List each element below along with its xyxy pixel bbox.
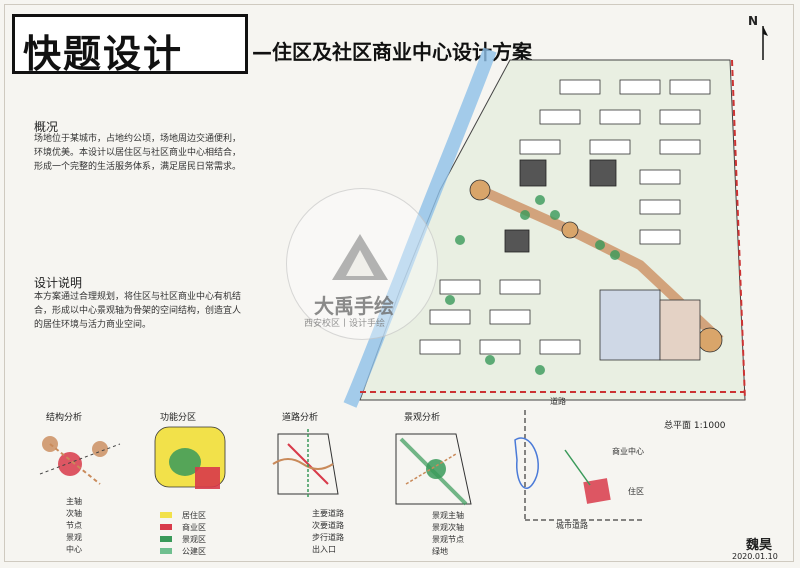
legend-item: 出入口 [312,545,336,554]
legend-item: 景观次轴 [432,523,464,532]
description-heading: 概况 [34,120,59,134]
design-notes-heading: 设计说明 [34,276,83,290]
legend-item: 公建区 [182,547,206,556]
legend-item: 次要道路 [312,521,344,530]
landscape-analysis-diagram [395,433,472,506]
structure-analysis-diagram [39,436,121,485]
signature: 魏昊 [746,538,773,553]
plan-scale-label: 总平面 1:1000 [664,421,726,431]
function-legend-swatches [160,512,172,554]
legend-item: 景观节点 [432,535,464,544]
title-logo-text: 快题设计 [23,32,184,76]
title-logo-box: 快题设计 [12,14,248,76]
location-map [514,410,645,521]
watermark-title: 大禹手绘 [314,294,394,318]
location-label: 住区 [628,487,644,496]
legend-item: 次轴 [66,509,82,518]
commercial-center [599,289,701,361]
description-body: 场地位于某城市，占地约公顷，场地周边交通便利，环境优美。本设计以居住区与社区商业… [34,134,242,172]
drawing-date: 2020.01.10 [732,552,778,561]
legend-item: 景观主轴 [432,511,464,520]
road-label-south: 道路 [550,397,566,406]
landscape-node [469,179,491,201]
analysis-label-landscape: 景观分析 [404,413,441,423]
residential-buildings-north [519,79,711,245]
road-analysis-diagram [272,429,339,499]
landscape-node [561,221,579,239]
legend-item: 绿地 [432,547,448,556]
tree-clusters [445,195,620,375]
legend-item: 商业区 [182,523,206,532]
location-label: 城市道路 [556,521,588,530]
watermark-subtitle: 西安校区丨设计手绘 [304,319,386,329]
watermark-logo-icon [332,234,388,280]
legend-item: 景观区 [182,535,206,544]
legend-item: 居住区 [182,511,206,520]
legend-item: 步行道路 [312,533,344,542]
drawing-frame [4,4,794,562]
analysis-label-road: 道路分析 [282,413,319,423]
tower-blocks [504,159,617,253]
legend-item: 主轴 [66,497,82,506]
north-arrow-label: N [748,14,759,28]
landscape-node [697,327,723,353]
legend-item: 景观 [66,533,82,542]
road-east [731,59,746,401]
master-plan [343,47,746,408]
location-label: 商业中心 [612,447,644,456]
legend-item: 主要道路 [312,509,344,518]
analysis-label-function: 功能分区 [160,413,197,423]
residential-buildings-south [419,279,581,355]
north-arrow-icon [762,26,768,60]
design-notes-body: 本方案通过合理规划，将住区与社区商业中心有机结合，形成以中心景观轴为骨架的空间结… [34,292,242,330]
legend-item: 节点 [66,521,82,530]
analysis-label-structure: 结构分析 [46,413,83,423]
function-zone-diagram [154,426,226,489]
legend-item: 中心 [66,545,82,554]
